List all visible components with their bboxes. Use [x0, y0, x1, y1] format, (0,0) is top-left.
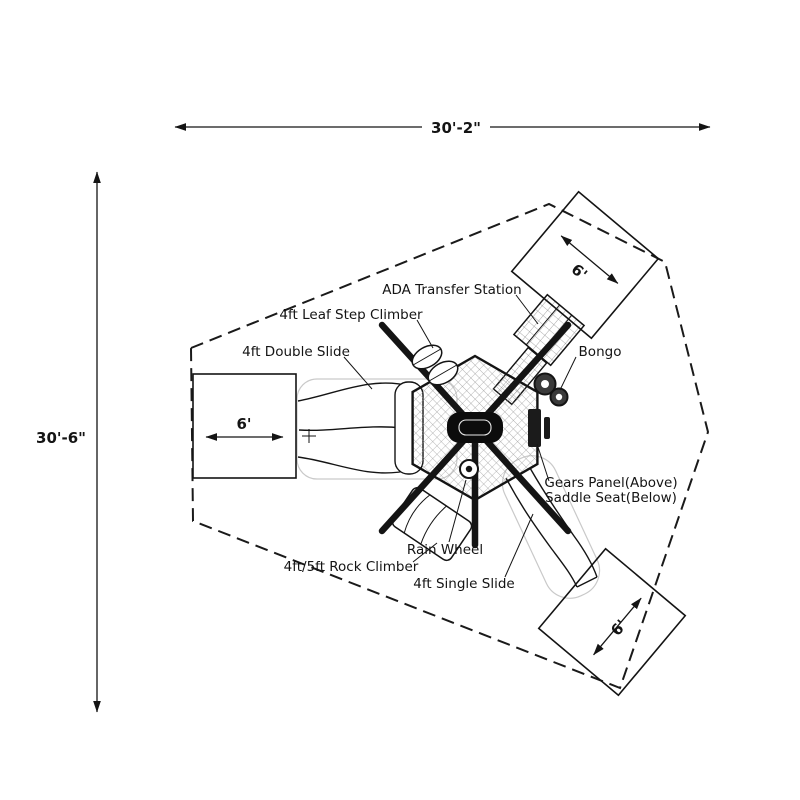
- use-zone-bottom-right: 6': [537, 547, 687, 697]
- zone-bottom-right-arrow: [593, 597, 642, 656]
- use-zone-left: 6': [192, 373, 297, 479]
- zone-top-right-label: 6': [568, 260, 591, 283]
- label-gears-panel: Gears Panel(Above): [544, 475, 677, 491]
- leader-gears: [536, 443, 550, 482]
- leader-single-slide: [504, 513, 534, 578]
- boundary-outline: [189, 202, 710, 690]
- center-hub: [447, 412, 503, 443]
- label-leaf-step-climber: 4ft Leaf Step Climber: [279, 307, 423, 323]
- label-rock-climber: 4ft/5ft Rock Climber: [284, 559, 419, 575]
- leader-lines: [343, 294, 577, 578]
- leader-rock-climber: [412, 542, 438, 563]
- leader-rain-wheel: [448, 479, 467, 543]
- bongo: [533, 372, 569, 407]
- dimension-width-label: 30'-2": [431, 119, 481, 137]
- dimension-width: 30'-2": [174, 116, 711, 138]
- leader-leaf: [416, 319, 434, 349]
- label-double-slide: 4ft Double Slide: [242, 344, 350, 360]
- label-single-slide: 4ft Single Slide: [413, 576, 514, 592]
- gears-panel-saddle-seat: [528, 409, 550, 447]
- leader-double-slide: [343, 356, 373, 390]
- label-bongo: Bongo: [579, 344, 622, 360]
- leader-ada: [515, 294, 539, 325]
- zone-left-label: 6': [236, 415, 251, 433]
- label-saddle-seat: Saddle Seat(Below): [545, 490, 677, 506]
- leaf-step-climber: [411, 344, 459, 386]
- equipment-labels: ADA Transfer Station 4ft Leaf Step Climb…: [242, 282, 678, 592]
- dimension-height: 30'-6": [36, 171, 101, 713]
- label-ada-transfer-station: ADA Transfer Station: [382, 282, 522, 298]
- zone-top-right-arrow: [560, 235, 619, 284]
- zone-bottom-right-label: 6': [607, 616, 630, 639]
- single-slide: [505, 467, 598, 588]
- dimension-height-label: 30'-6": [36, 429, 86, 447]
- rain-wheel: [459, 459, 479, 479]
- leader-bongo: [559, 356, 577, 391]
- label-rain-wheel: Rain Wheel: [407, 542, 483, 558]
- double-slide: [297, 381, 424, 475]
